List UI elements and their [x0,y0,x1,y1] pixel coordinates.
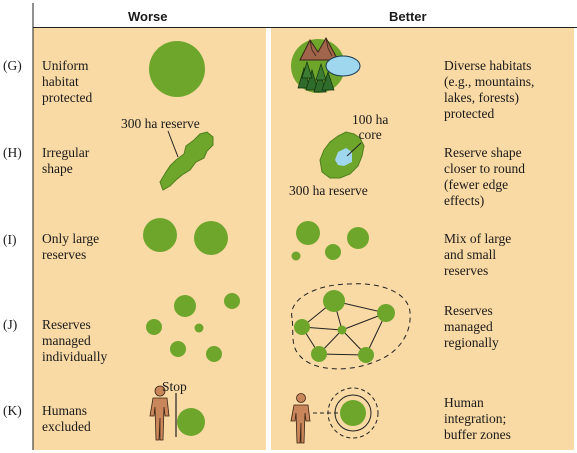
worse-header: Worse [128,9,168,24]
network-reserve-6 [358,347,374,363]
isolated-reserve-6 [206,346,222,362]
row-letter-i: (I) [3,232,17,247]
network-reserve-4 [337,325,347,335]
uniform-habitat-reserve [149,41,205,97]
stop-label: Stop [162,379,187,394]
worse-text-j: Reserves managed individually [42,317,108,364]
round-reserve-label: 300 ha reserve [289,183,368,198]
row-letter-k: (K) [3,403,22,418]
regional-boundary [291,283,411,370]
worse-text-g: Uniform habitat protected [42,58,93,105]
better-text-k: Human integration; buffer zones [444,395,511,442]
better-text-g: Diverse habitats (e.g., mountains, lakes… [444,58,535,121]
better-text-j: Reserves managed regionally [444,303,499,350]
diverse-habitats-reserve [291,36,361,93]
irregular-reserve-label: 300 ha reserve [121,116,200,131]
row-letter-g: (G) [3,58,22,73]
isolated-reserve-5 [170,341,186,357]
isolated-reserve-3 [146,319,162,335]
worse-text-i: Only large reserves [42,231,100,262]
mixed-reserve-4 [291,251,301,261]
worse-text-k: Humans excluded [42,403,91,434]
better-panel [271,28,574,450]
large-reserve-1 [143,218,177,252]
better-text-i: Mix of large and small reserves [444,231,512,278]
core-area [335,148,352,166]
network-reserve-1 [323,290,345,312]
better-text-h: Reserve shape closer to round (fewer edg… [444,145,525,208]
better-header: Better [389,9,427,24]
network-reserve-5 [311,346,327,362]
irregular-reserve-pointer [167,130,179,158]
buffered-reserve [340,400,366,426]
inner-buffer-zone [334,394,372,432]
worse-text-h: Irregular shape [42,145,90,176]
isolated-reserve-2 [224,293,240,309]
large-reserve-2 [194,221,228,255]
row-letter-j: (J) [3,317,18,332]
isolated-reserve-4 [194,323,204,333]
core-pointer [346,142,362,157]
outer-buffer-zone [327,387,379,439]
irregular-reserve [159,131,214,191]
human-figure-excluded [149,385,170,441]
isolated-reserve-1 [174,295,196,317]
mixed-reserve-2 [347,227,369,249]
network-reserve-2 [377,304,395,322]
mixed-reserve-3 [325,244,341,260]
mixed-reserve-1 [296,221,320,245]
excluded-reserve [177,408,205,436]
human-figure-integrated [290,393,311,444]
network-reserve-3 [294,319,310,335]
core-label: 100 ha core [352,112,389,142]
row-letter-h: (H) [3,145,22,160]
